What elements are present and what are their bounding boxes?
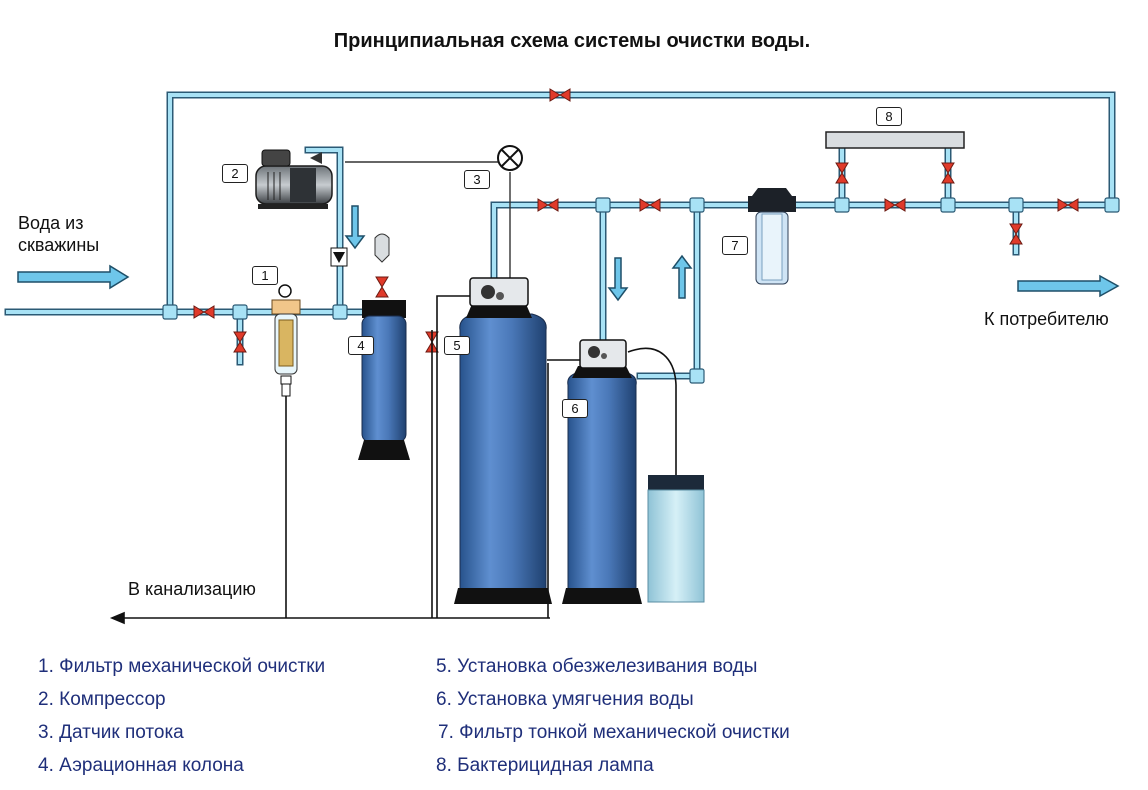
drain-lines <box>109 161 677 625</box>
badge-1: 1 <box>252 266 278 285</box>
badge-2: 2 <box>222 164 248 183</box>
pipes <box>4 91 1116 380</box>
badge-3: 3 <box>464 170 490 189</box>
badge-6: 6 <box>562 399 588 418</box>
outlet-label: К потребителю <box>984 309 1109 329</box>
badge-5: 5 <box>444 336 470 355</box>
iron-removal-tank <box>454 277 552 604</box>
badge-4: 4 <box>348 336 374 355</box>
inlet-label-line1: Вода из <box>18 213 84 233</box>
legend-item-8: 8. Бактерицидная лампа <box>436 755 654 776</box>
tee-fittings <box>162 197 1120 384</box>
drain-label: В канализацию <box>128 579 256 599</box>
legend-item-5: 5. Установка обезжелезивания воды <box>436 656 758 677</box>
legend-item-3: 3. Датчик потока <box>38 722 184 743</box>
uv-lamp <box>825 131 965 149</box>
fine-filter <box>748 188 796 285</box>
mechanical-filter <box>271 284 301 397</box>
compressor <box>255 149 333 209</box>
legend-item-6: 6. Установка умягчения воды <box>436 689 694 710</box>
badge-8: 8 <box>876 107 902 126</box>
flow-arrows <box>17 205 1120 302</box>
legend-item-4: 4. Аэрационная колона <box>38 755 244 776</box>
flow-sensor <box>497 145 523 171</box>
diagram-title: Принципиальная схема системы очистки вод… <box>333 30 811 52</box>
badge-7: 7 <box>722 236 748 255</box>
check-valve <box>330 247 348 267</box>
legend-item-7: 7. Фильтр тонкой механической очистки <box>438 722 790 743</box>
inlet-label-line2: скважины <box>18 235 100 255</box>
softener-tank <box>562 339 705 604</box>
legend-item-1: 1. Фильтр механической очистки <box>38 656 326 677</box>
legend-item-2: 2. Компрессор <box>38 689 166 710</box>
